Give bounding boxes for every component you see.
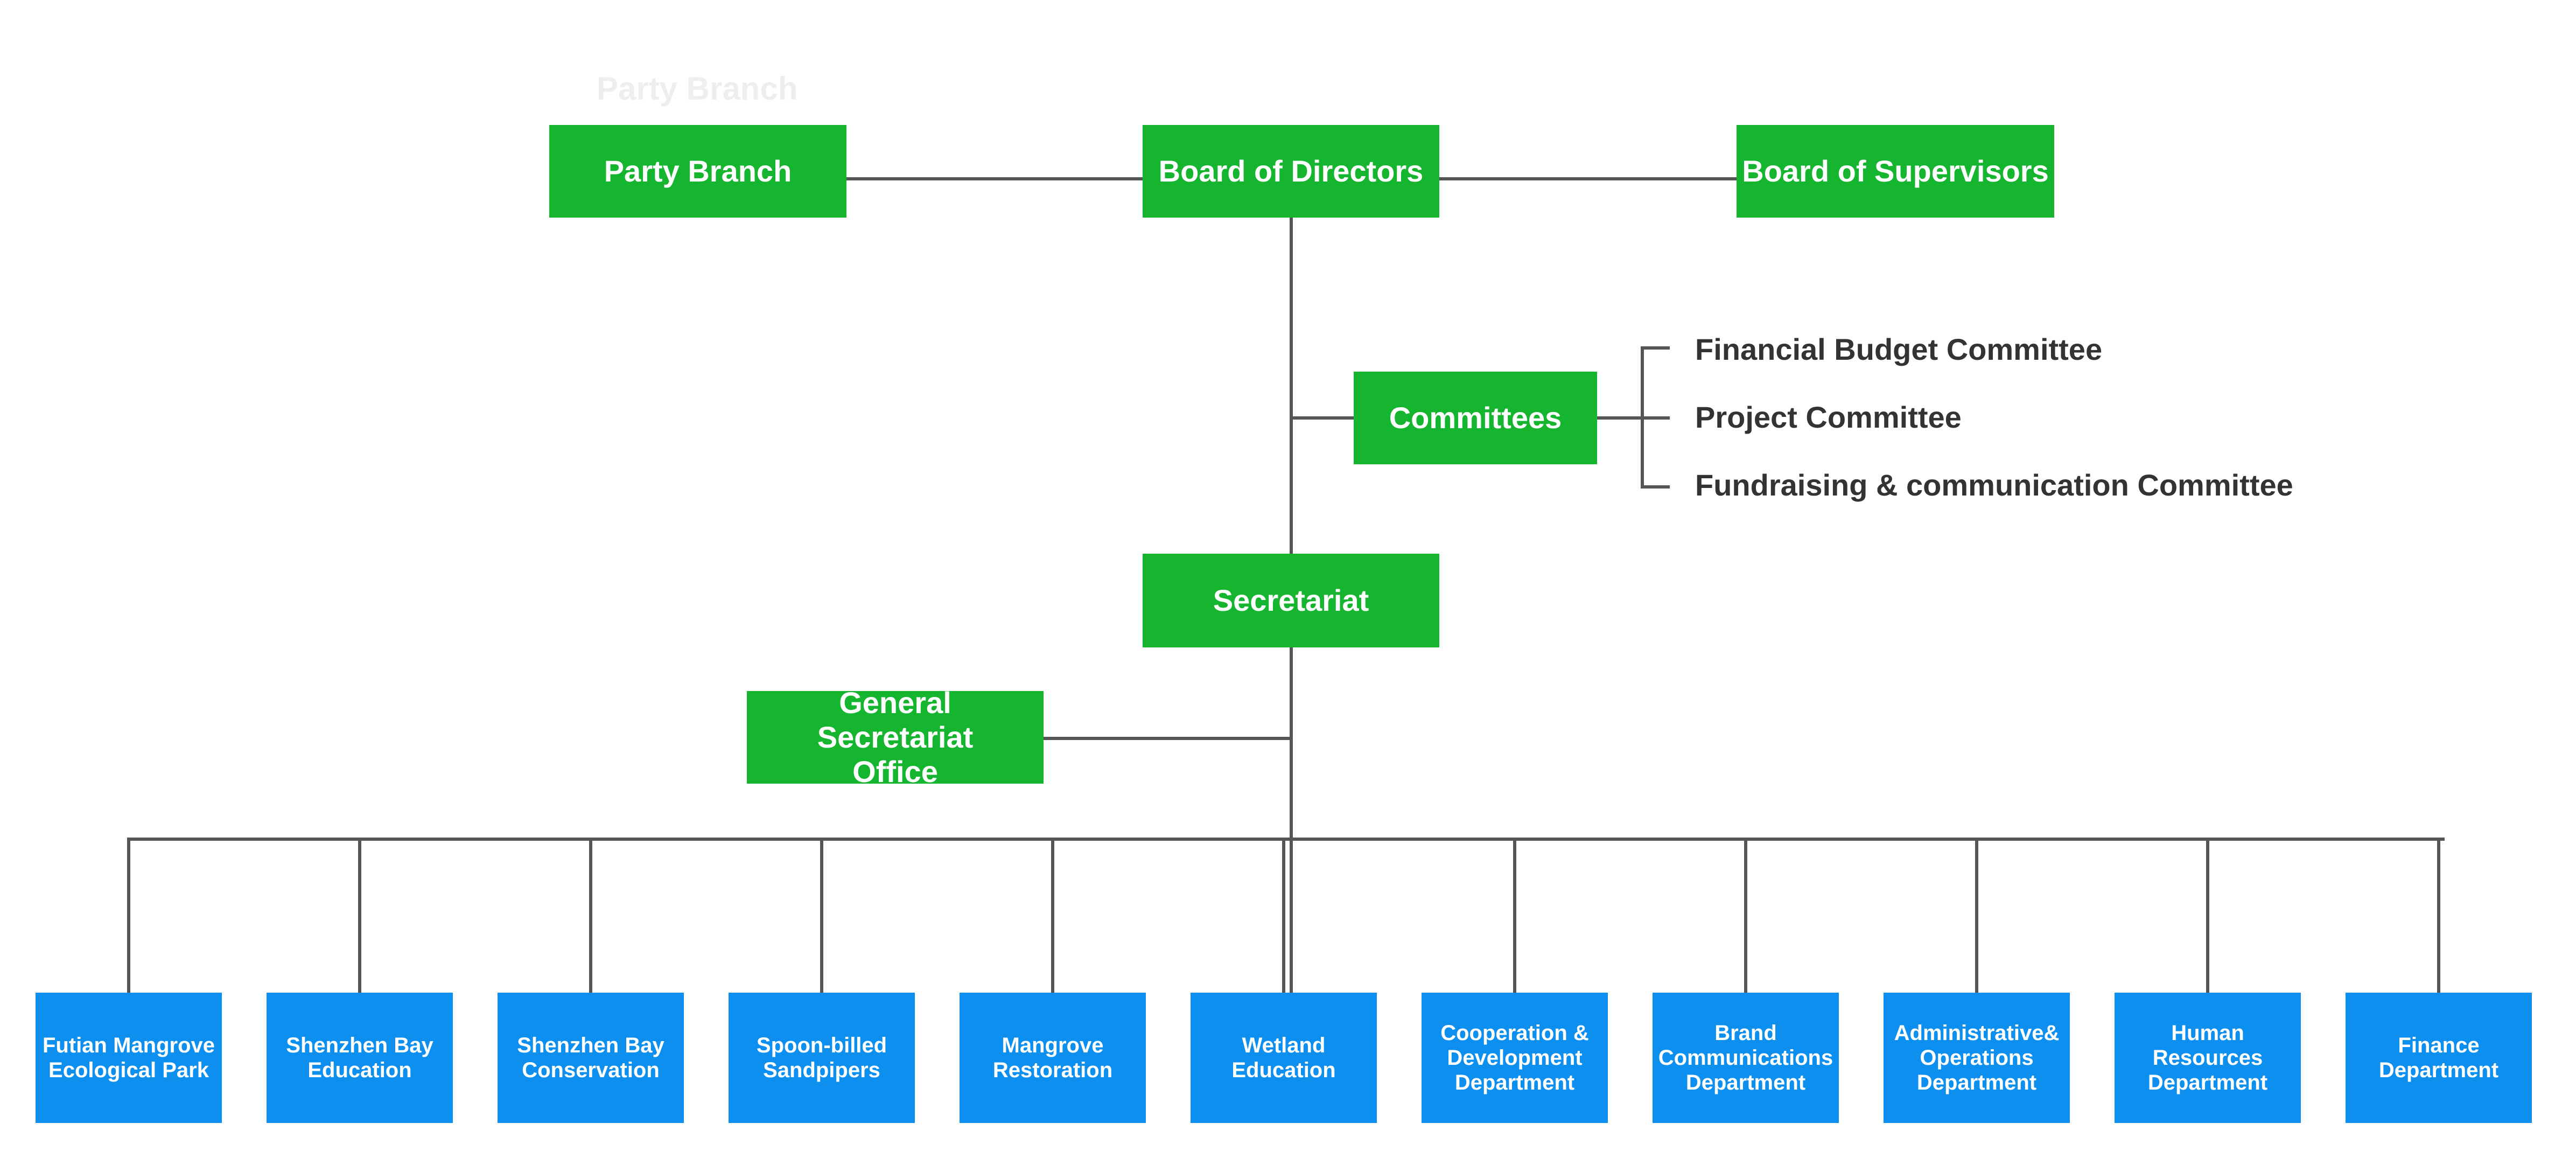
department-box-spoon-billed-sandpipers: Spoon-billed Sandpipers (729, 993, 915, 1123)
board-of-supervisors-box: Board of Supervisors (1737, 125, 2054, 218)
party-branch-box: Party Branch (549, 125, 846, 218)
general-secretariat-office-box: General Secretariat Office (747, 686, 1044, 789)
committee-item-financial-budget: Financial Budget Committee (1695, 332, 2103, 366)
department-box-shenzhen-bay-education: Shenzhen Bay Education (267, 993, 453, 1123)
secretariat-box: Secretariat (1143, 554, 1439, 647)
department-box-shenzhen-bay-conservation: Shenzhen Bay Conservation (498, 993, 684, 1123)
board-of-directors-box: Board of Directors (1143, 125, 1439, 218)
department-box-human-resources: Human Resources Department (2115, 993, 2301, 1123)
committee-item-project: Project Committee (1695, 400, 1962, 434)
department-box-brand-communications: Brand Communications Department (1653, 993, 1839, 1123)
committees-box: Committees (1354, 372, 1597, 464)
department-box-futian-mangrove-ecological-park: Futian Mangrove Ecological Park (36, 993, 222, 1123)
department-box-wetland-education: Wetland Education (1191, 993, 1377, 1123)
department-box-administrative-operations: Administrative& Operations Department (1884, 993, 2070, 1123)
faint-party-branch-label: Party Branch (597, 71, 798, 107)
department-box-finance: Finance Department (2346, 993, 2532, 1123)
committee-item-fundraising: Fundraising & communication Committee (1695, 468, 2293, 502)
department-box-mangrove-restoration: Mangrove Restoration (960, 993, 1146, 1123)
department-box-cooperation-development: Cooperation & Development Department (1422, 993, 1608, 1123)
